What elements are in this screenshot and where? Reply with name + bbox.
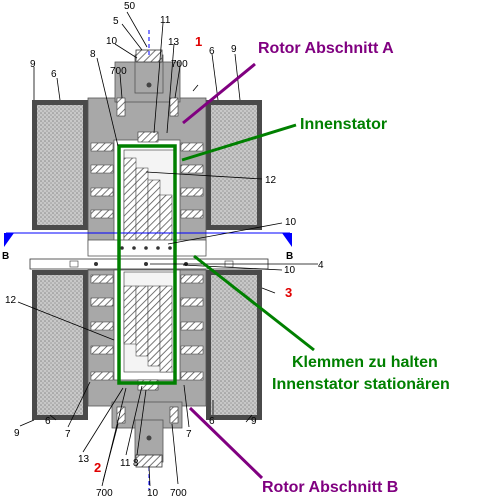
annotation-rotor-b: Rotor Abschnitt B [262,479,398,496]
label-4: 4 [318,260,324,271]
label-9-tr: 9 [231,44,237,55]
label-9-bl: 9 [14,428,20,439]
center-shaft-bar [29,239,269,270]
label-12-upper: 12 [265,175,277,186]
inner-stator-highlight [117,144,177,385]
label-12-lower: 12 [5,295,17,306]
annotation-arrows [181,62,315,480]
inner-stator-lower [123,271,175,373]
annotation-rotor-a: Rotor Abschnitt A [258,40,394,57]
label-9-tl: 9 [30,59,36,70]
label-7-bl: 7 [65,429,71,440]
label-11-bot: 11 [120,458,131,469]
annotation-klemmen-line1: Klemmen zu halten [292,354,438,371]
label-13-bot: 13 [78,454,90,465]
assembly-label-1: 1 [195,34,202,49]
label-6-br: 6 [209,416,215,427]
label-700-br: 700 [170,488,187,499]
label-8-bot: 8 [133,458,139,469]
label-5: 5 [113,16,119,27]
label-50: 50 [124,1,136,12]
label-10-mid: 10 [285,217,297,228]
section-line-b [4,232,292,247]
assembly-label-2: 2 [94,460,101,475]
label-10-top: 10 [106,36,118,47]
bearing-bottom [135,454,163,468]
section-marker-right: B [286,251,293,262]
label-13-top: 13 [168,37,180,48]
label-10-mid2: 10 [284,265,296,276]
label-11-top: 11 [160,15,171,26]
assembly-labels: 1 2 3 [94,34,292,475]
label-700-tl: 700 [110,66,127,77]
annotation-klemmen-line2: Innenstator stationären [272,376,450,393]
label-8-top: 8 [90,49,96,60]
label-6-tr: 6 [209,46,215,57]
assembly-label-3: 3 [285,285,292,300]
bearing-top [135,49,163,63]
label-6-bl: 6 [45,416,51,427]
label-700-bl: 700 [96,488,113,499]
label-700-tr: 700 [171,59,188,70]
label-10-bot: 10 [147,488,159,499]
annotation-innenstator: Innenstator [300,116,387,133]
part-labels: 50 5 10 11 13 8 700 700 6 9 9 6 12 10 4 … [5,1,324,499]
label-6-tl: 6 [51,69,57,80]
leader-lines [17,11,318,487]
label-7-br: 7 [186,429,192,440]
label-9-br: 9 [251,416,257,427]
inner-stator-upper [123,149,175,243]
section-marker-left: B [2,251,9,262]
